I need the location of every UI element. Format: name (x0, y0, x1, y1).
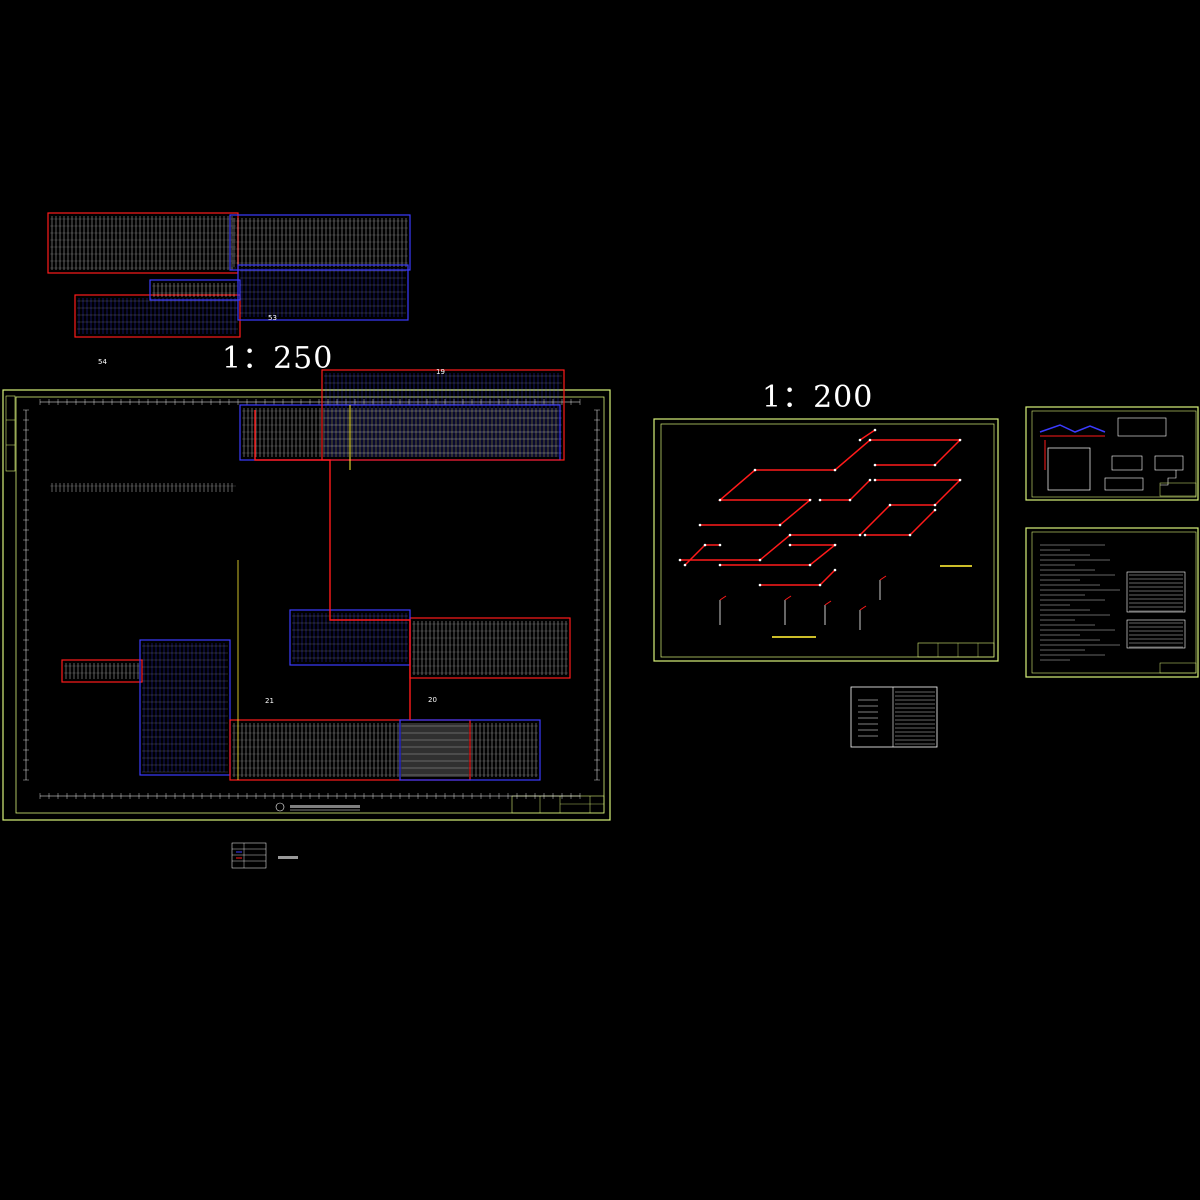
zone-number: 54 (98, 358, 107, 366)
north-arrow-icon (275, 802, 285, 812)
plan-block (50, 483, 236, 492)
plan-block (61, 659, 143, 683)
zone-number: 21 (265, 697, 274, 705)
scale-label-isometric: 1：200 (762, 380, 874, 415)
zone-number: 19 (436, 368, 445, 376)
notes-sheet (850, 686, 938, 748)
plan-block (409, 617, 571, 679)
plan-block (74, 294, 241, 338)
plan-block (237, 264, 409, 321)
plan-building-blocks (47, 212, 571, 781)
iso-pipe-run (684, 544, 720, 566)
iso-pipe-run (700, 439, 962, 526)
iso-pipe-run (859, 429, 876, 441)
scale-label-plan: 1：250 (222, 341, 334, 376)
iso-pipe-run (720, 544, 838, 566)
floor-plan-sheet (2, 212, 611, 821)
specification-sheet (1025, 527, 1199, 678)
zone-number: 20 (428, 696, 437, 704)
plan-block (289, 609, 411, 666)
iso-pipe-run (760, 569, 836, 586)
plan-block (149, 279, 241, 301)
zone-number: 53 (268, 314, 277, 322)
iso-pipe-run (820, 479, 871, 501)
plan-block (239, 404, 561, 461)
dimension-lines (23, 399, 600, 799)
plan-block (229, 214, 411, 271)
main-pipe (254, 410, 411, 720)
plan-block (321, 369, 565, 461)
plan-block (399, 719, 541, 781)
plan-block (47, 212, 239, 274)
isometric-sheet (653, 418, 999, 662)
iso-pipe-run (865, 509, 936, 536)
plan-block (229, 719, 471, 781)
plan-legend (231, 842, 298, 869)
details-sheet (1025, 406, 1199, 501)
plan-block (139, 639, 231, 776)
isometric-pipe-network (678, 428, 962, 630)
iso-pipe-run (680, 479, 962, 561)
